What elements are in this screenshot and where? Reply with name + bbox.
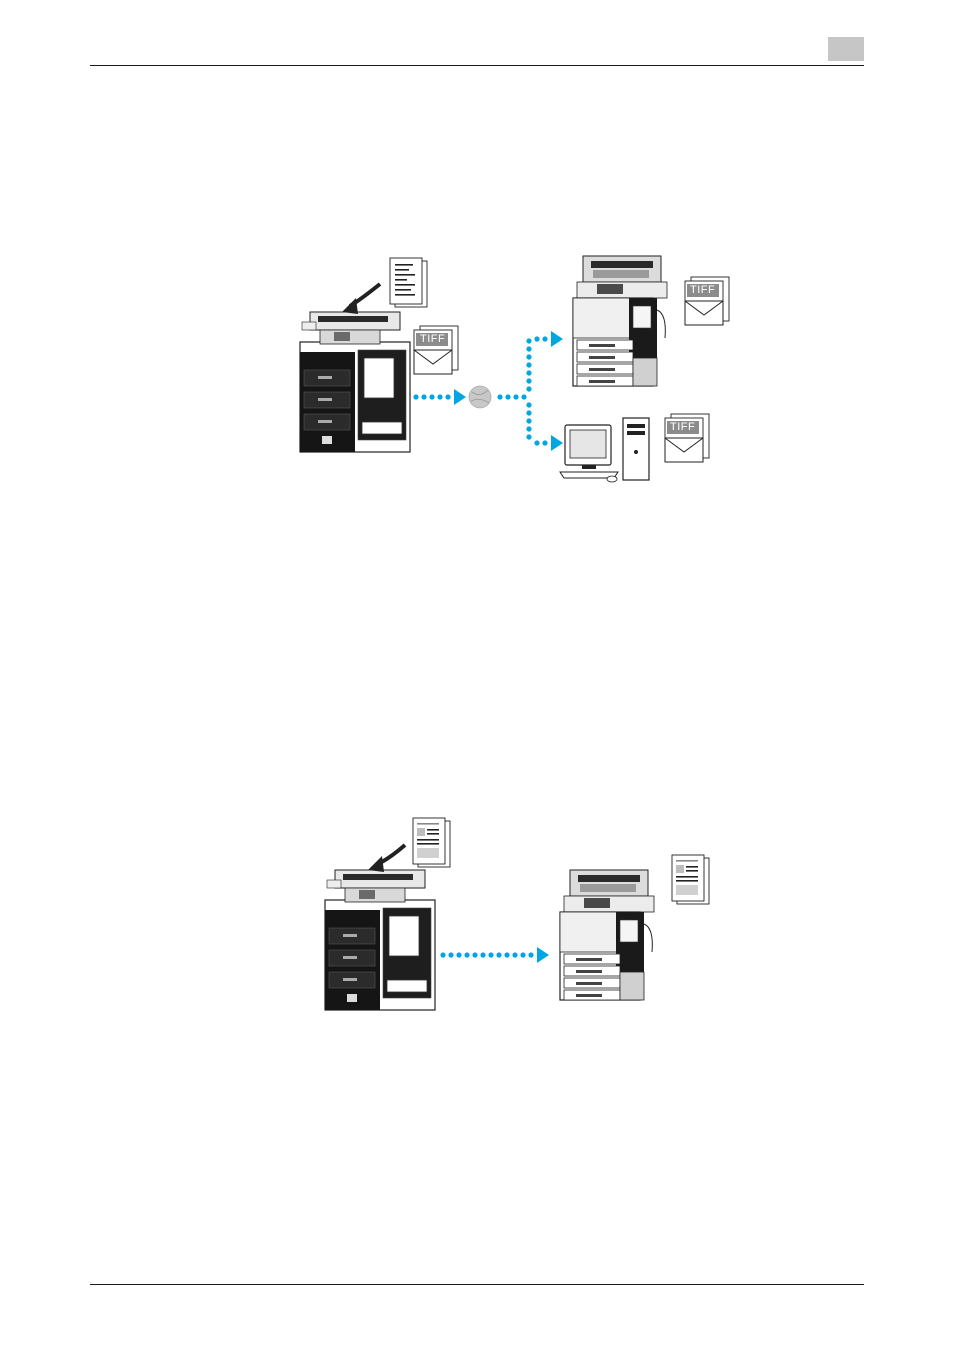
arrow-to-receiver bbox=[440, 947, 549, 963]
footer-rule bbox=[90, 1284, 864, 1285]
